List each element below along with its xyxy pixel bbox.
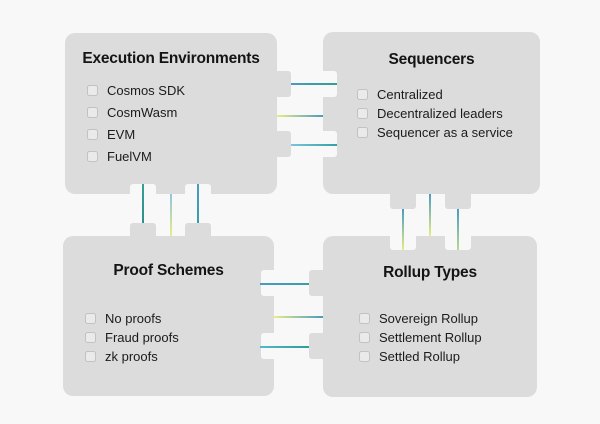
option-label: CosmWasm — [107, 104, 178, 120]
connector-line-exec-seq-3 — [291, 144, 337, 146]
list-item: FuelVM — [87, 145, 277, 167]
connector-tab — [185, 223, 211, 236]
option-label: FuelVM — [107, 148, 152, 164]
box-rollup-types: Rollup Types Sovereign Rollup Settlement… — [323, 236, 537, 397]
option-label: Settlement Rollup — [379, 330, 482, 345]
connector-line-exec-seq-2 — [277, 115, 323, 117]
connector-tab — [309, 333, 323, 359]
box-sequencers: Sequencers Centralized Decentralized lea… — [323, 32, 540, 194]
option-list: No proofs Fraud proofs zk proofs — [85, 309, 274, 366]
option-label: Settled Rollup — [379, 349, 460, 364]
list-item: Settlement Rollup — [359, 328, 537, 347]
list-item: No proofs — [85, 309, 274, 328]
checkbox[interactable] — [357, 127, 368, 138]
connector-line-seq-rollup-2 — [429, 194, 431, 236]
connector-line-proof-rollup-1 — [260, 283, 309, 285]
connector-line-exec-proof-2 — [170, 194, 172, 236]
option-label: Sovereign Rollup — [379, 311, 479, 326]
connector-tab — [130, 223, 156, 236]
list-item: Sequencer as a service — [357, 123, 540, 142]
connector-tab — [309, 270, 323, 296]
checkbox[interactable] — [359, 332, 370, 343]
connector-tab — [445, 194, 471, 209]
option-label: zk proofs — [105, 349, 158, 364]
checkbox[interactable] — [359, 351, 370, 362]
connector-tab — [277, 71, 291, 97]
connector-line-seq-rollup-3 — [457, 209, 459, 250]
box-title: Rollup Types — [383, 264, 477, 281]
list-item: Cosmos SDK — [87, 79, 277, 101]
box-title: Execution Environments — [82, 50, 260, 67]
connector-line-exec-seq-1 — [291, 83, 337, 85]
option-label: Decentralized leaders — [377, 106, 503, 121]
connector-line-exec-proof-1 — [142, 184, 144, 223]
connector-line-seq-rollup-1 — [402, 209, 404, 250]
list-item: EVM — [87, 123, 277, 145]
list-item: Decentralized leaders — [357, 104, 540, 123]
box-proof-schemes: Proof Schemes No proofs Fraud proofs zk … — [63, 236, 274, 396]
option-label: Cosmos SDK — [107, 82, 186, 98]
list-item: zk proofs — [85, 347, 274, 366]
connector-line-proof-rollup-2 — [274, 316, 323, 318]
option-label: Sequencer as a service — [377, 125, 513, 140]
checkbox[interactable] — [357, 89, 368, 100]
connector-tab — [390, 194, 416, 209]
connector-tab — [277, 131, 291, 157]
list-item: Fraud proofs — [85, 328, 274, 347]
connector-line-proof-rollup-3 — [260, 346, 309, 348]
checkbox[interactable] — [87, 150, 98, 162]
list-item: CosmWasm — [87, 101, 277, 123]
checkbox[interactable] — [87, 128, 98, 140]
option-list: Cosmos SDK CosmWasm EVM FuelVM — [87, 79, 277, 167]
option-list: Sovereign Rollup Settlement Rollup Settl… — [359, 309, 537, 366]
box-title: Proof Schemes — [113, 262, 224, 279]
list-item: Centralized — [357, 85, 540, 104]
checkbox[interactable] — [359, 313, 370, 324]
checkbox[interactable] — [85, 351, 96, 362]
checkbox[interactable] — [357, 108, 368, 119]
option-label: Fraud proofs — [105, 330, 179, 345]
box-execution-environments: Execution Environments Cosmos SDK CosmWa… — [65, 33, 277, 194]
checkbox[interactable] — [87, 106, 98, 118]
list-item: Sovereign Rollup — [359, 309, 537, 328]
option-label: Centralized — [377, 87, 443, 102]
box-title: Sequencers — [388, 51, 475, 68]
option-label: EVM — [107, 126, 136, 142]
option-label: No proofs — [105, 311, 162, 326]
checkbox[interactable] — [85, 332, 96, 343]
connector-line-exec-proof-3 — [197, 184, 199, 223]
checkbox[interactable] — [87, 84, 98, 96]
list-item: Settled Rollup — [359, 347, 537, 366]
checkbox[interactable] — [85, 313, 96, 324]
option-list: Centralized Decentralized leaders Sequen… — [357, 85, 540, 142]
